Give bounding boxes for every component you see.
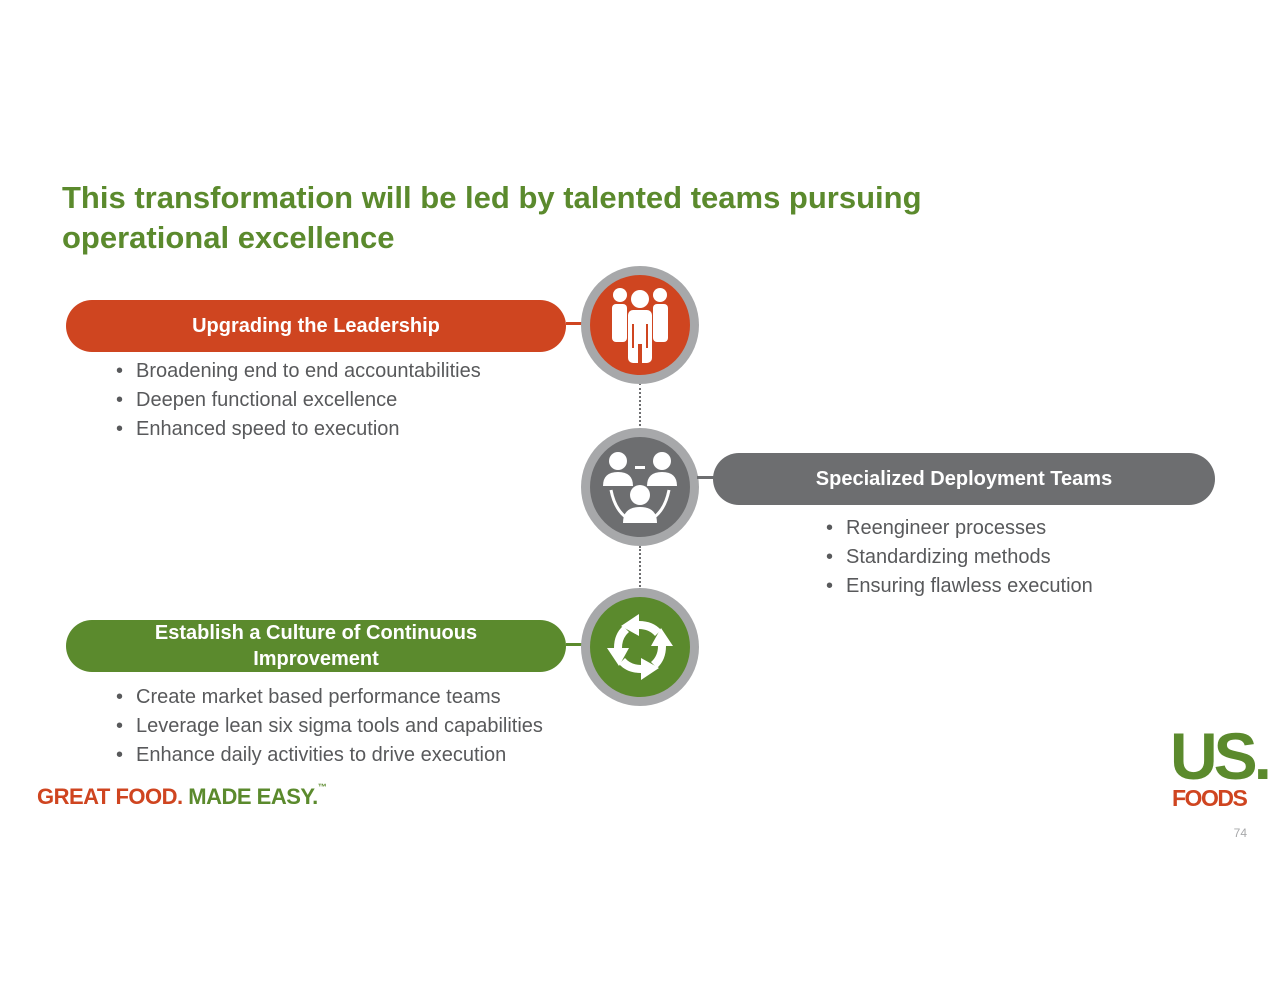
- improvement-bullet-list: Create market based performance teams Le…: [116, 683, 543, 770]
- page-title-line-2: operational excellence: [62, 220, 395, 255]
- deployment-circle: [581, 428, 699, 546]
- brand-tagline: GREAT FOOD. MADE EASY.™: [37, 782, 327, 810]
- dotted-connector-bottom: [639, 546, 641, 590]
- section-heading-label: Upgrading the Leadership: [192, 315, 440, 337]
- list-item: Enhance daily activities to drive execut…: [116, 741, 543, 770]
- section-heading-deployment: Specialized Deployment Teams: [713, 453, 1215, 505]
- deployment-bullet-list: Reengineer processes Standardizing metho…: [826, 514, 1093, 601]
- network-people-icon: [603, 452, 677, 523]
- section-heading-label: Specialized Deployment Teams: [815, 468, 1113, 490]
- list-item: Leverage lean six sigma tools and capabi…: [116, 712, 543, 741]
- trademark-mark: ™: [317, 782, 327, 792]
- us-foods-logo: US. FOODS: [1170, 723, 1272, 811]
- team-icon: [612, 288, 668, 363]
- section-heading-line-1: Establish a Culture of Continuous: [154, 622, 478, 644]
- section-heading-label: Establish a Culture of Continuous Improv…: [66, 620, 566, 672]
- list-item: Enhanced speed to execution: [116, 415, 481, 444]
- section-heading-leadership: Upgrading the Leadership: [66, 300, 566, 352]
- page-title-line-1: This transformation will be led by talen…: [62, 180, 922, 215]
- page-number: 74: [1233, 826, 1247, 840]
- page-title: This transformation will be led by talen…: [62, 178, 1062, 258]
- connector-line-leadership: [566, 322, 586, 325]
- tagline-part-1: GREAT FOOD.: [37, 784, 183, 809]
- section-heading-line-2: Improvement: [253, 648, 379, 670]
- improvement-circle: [581, 588, 699, 706]
- list-item: Deepen functional excellence: [116, 386, 481, 415]
- section-heading-continuous-improvement: Establish a Culture of Continuous Improv…: [66, 620, 566, 672]
- list-item: Standardizing methods: [826, 543, 1093, 572]
- list-item: Create market based performance teams: [116, 683, 543, 712]
- connector-line-deployment: [697, 476, 715, 479]
- tagline-part-2: MADE EASY.: [182, 784, 318, 809]
- list-item: Ensuring flawless execution: [826, 572, 1093, 601]
- leadership-circle: [581, 266, 699, 384]
- leadership-bullet-list: Broadening end to end accountabilities D…: [116, 357, 481, 444]
- logo-us-text: US.: [1170, 719, 1272, 793]
- logo-foods-text: FOODS: [1172, 785, 1248, 811]
- dotted-connector-top: [639, 383, 641, 430]
- connector-line-improvement: [566, 643, 586, 646]
- list-item: Reengineer processes: [826, 514, 1093, 543]
- cycle-arrows-icon: [607, 614, 673, 680]
- list-item: Broadening end to end accountabilities: [116, 357, 481, 386]
